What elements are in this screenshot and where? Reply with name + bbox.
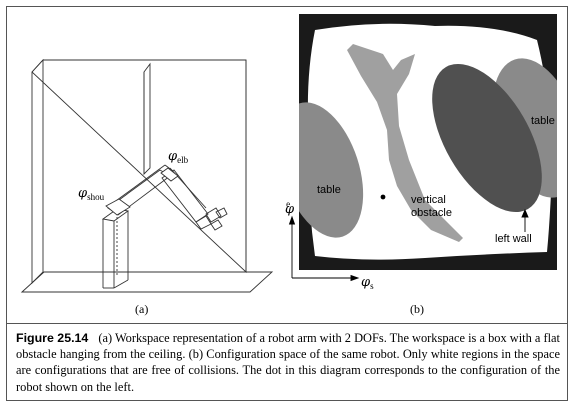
figure-caption: Figure 25.14(a) Workspace representation… (16, 330, 560, 395)
subfigure-label-a: (a) (135, 302, 149, 316)
vertical-obstacle-label-2: obstacle (411, 207, 452, 219)
phi-elbow-label: φelb (168, 149, 189, 165)
table-left-region (299, 102, 364, 238)
caption-text: (a) Workspace representation of a robot … (16, 331, 560, 394)
left-wall (31, 58, 44, 285)
configuration-space-diagram: table table vertical obstacle left wall … (285, 14, 557, 291)
table-right-label: table (531, 115, 555, 127)
workspace-diagram: φelb φshou (20, 58, 274, 293)
caption-label: Figure 25.14 (16, 331, 89, 345)
ceiling-edge (31, 59, 247, 274)
phi-shoulder-label: φshou (78, 186, 105, 202)
vertical-obstacle-label-1: vertical (411, 194, 446, 206)
axis-label-phi-s: φs (361, 275, 374, 291)
floor (20, 271, 274, 293)
left-wall-label: left wall (495, 233, 532, 245)
left-wall-arrow (521, 208, 529, 232)
configuration-dot (380, 194, 386, 200)
subfigure-label-b: (b) (410, 302, 424, 316)
axes (288, 215, 360, 282)
caption-divider (6, 323, 568, 324)
figure-frame (6, 6, 568, 401)
vertical-obstacle (347, 44, 463, 242)
table-left-label: table (317, 184, 341, 196)
hanging-obstacle (143, 62, 151, 176)
left-wall-region (432, 63, 542, 213)
axis-label-phi-e: φe (285, 199, 295, 217)
